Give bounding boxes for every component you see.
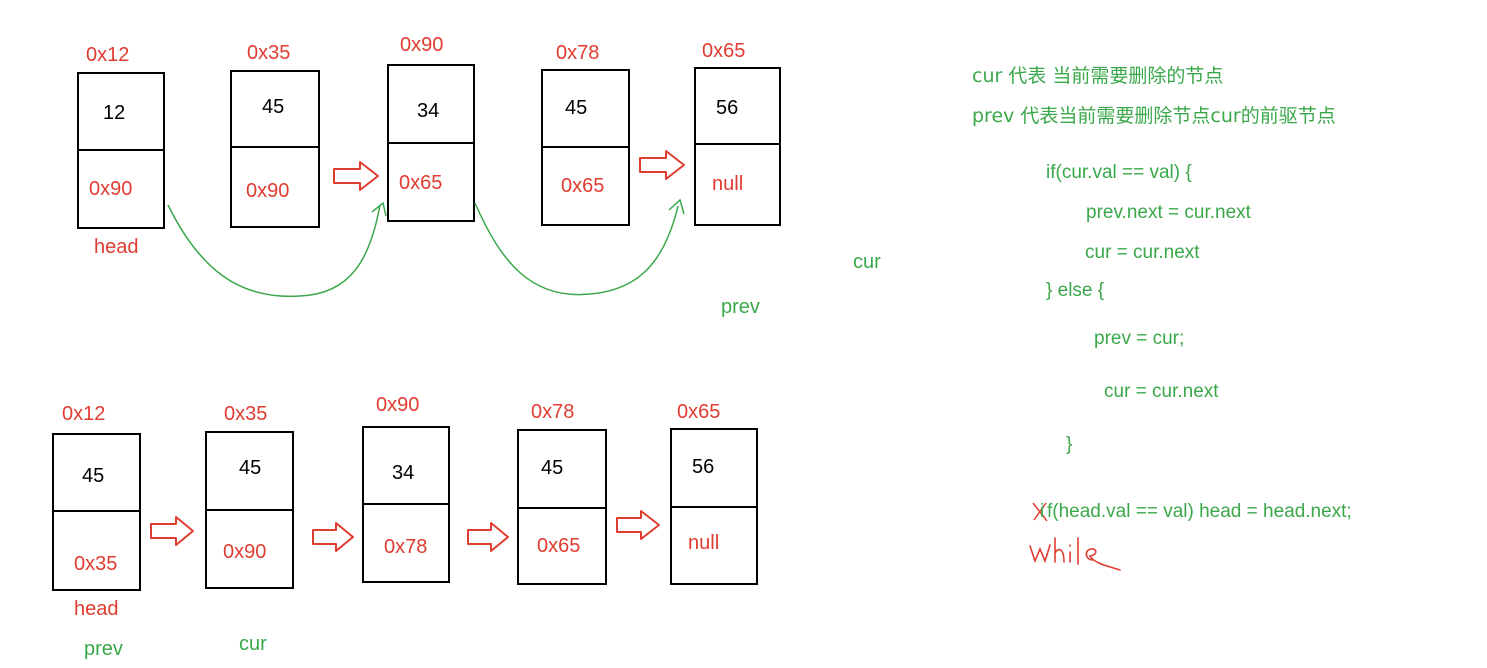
code-line-cur-advance: cur = cur.next xyxy=(1104,381,1219,402)
code-line-prev-cur: prev = cur; xyxy=(1094,328,1185,349)
top-node-3: 34 0x65 xyxy=(387,64,475,222)
note-prev-definition: prev 代表当前需要删除节点cur的前驱节点 xyxy=(972,105,1336,127)
top-node-4-next: 0x65 xyxy=(561,175,605,197)
code-line-head-check-i: i xyxy=(1040,501,1045,522)
bottom-arrow-1-2 xyxy=(150,516,194,546)
code-line-cur-next: cur = cur.next xyxy=(1085,242,1200,263)
bottom-node-3: 34 0x78 xyxy=(362,426,450,583)
bottom-node-3-next: 0x78 xyxy=(384,536,428,558)
bottom-node-2: 45 0x90 xyxy=(205,431,294,589)
top-curve-node5-arrowhead xyxy=(668,198,685,215)
top-node-1-value: 12 xyxy=(103,102,126,124)
note-cur-definition: cur 代表 当前需要删除的节点 xyxy=(972,65,1224,87)
bottom-node-3-address: 0x90 xyxy=(376,394,420,416)
bottom-node-5-address: 0x65 xyxy=(677,401,721,423)
bottom-prev-label: prev xyxy=(84,638,123,660)
bottom-node-1: 45 0x35 xyxy=(52,433,141,591)
bottom-node-4: 45 0x65 xyxy=(517,429,607,585)
top-node-5-next: null xyxy=(712,173,744,195)
top-node-5: 56 null xyxy=(694,67,781,226)
bottom-node-4-value: 45 xyxy=(541,457,564,479)
top-node-3-next: 0x65 xyxy=(399,172,443,194)
handwritten-while xyxy=(1029,537,1121,571)
top-node-3-address: 0x90 xyxy=(400,34,444,56)
top-curve-node3-arrowhead xyxy=(371,201,387,217)
top-prev-label: prev xyxy=(721,296,760,318)
code-line-prev-next: prev.next = cur.next xyxy=(1086,202,1251,223)
bottom-arrow-4-5 xyxy=(616,510,660,540)
bottom-head-label: head xyxy=(74,598,119,620)
top-node-2-value: 45 xyxy=(262,96,285,118)
top-curve-node3-to-node5 xyxy=(474,202,679,296)
top-node-2-address: 0x35 xyxy=(247,42,291,64)
top-node-4-address: 0x78 xyxy=(556,42,600,64)
top-curve-head-to-node3 xyxy=(167,204,381,298)
bottom-node-1-value: 45 xyxy=(82,465,105,487)
top-node-2: 45 0x90 xyxy=(230,70,320,228)
bottom-node-5-next: null xyxy=(688,532,720,554)
code-line-else: } else { xyxy=(1046,280,1105,301)
code-line-head-check: f(head.val == val) head = head.next; xyxy=(1047,501,1352,522)
top-node-1-next: 0x90 xyxy=(89,178,133,200)
top-arrow-2-3 xyxy=(333,161,379,191)
top-node-5-address: 0x65 xyxy=(702,40,746,62)
top-node-1: 12 0x90 xyxy=(77,72,165,229)
bottom-node-3-value: 34 xyxy=(392,462,415,484)
top-node-2-next: 0x90 xyxy=(246,180,290,202)
bottom-cur-label: cur xyxy=(239,633,267,655)
code-line-if: if(cur.val == val) { xyxy=(1046,162,1192,183)
bottom-arrow-2-3 xyxy=(312,522,354,552)
bottom-arrow-3-4 xyxy=(467,522,509,552)
bottom-node-4-address: 0x78 xyxy=(531,401,575,423)
top-node-4-value: 45 xyxy=(565,97,588,119)
top-node-3-value: 34 xyxy=(417,100,440,122)
bottom-node-1-address: 0x12 xyxy=(62,403,106,425)
top-arrow-4-5 xyxy=(639,150,685,180)
bottom-node-5-value: 56 xyxy=(692,456,715,478)
top-cur-label: cur xyxy=(853,251,881,273)
bottom-node-2-value: 45 xyxy=(239,457,262,479)
bottom-node-1-next: 0x35 xyxy=(74,553,118,575)
top-node-5-value: 56 xyxy=(716,97,739,119)
bottom-node-2-address: 0x35 xyxy=(224,403,268,425)
top-node-4: 45 0x65 xyxy=(541,69,630,226)
bottom-node-4-next: 0x65 xyxy=(537,535,581,557)
top-head-label: head xyxy=(94,236,139,258)
code-line-close-brace: } xyxy=(1066,434,1073,455)
bottom-node-5: 56 null xyxy=(670,428,758,585)
if-strike-mark xyxy=(1032,502,1048,522)
top-node-1-address: 0x12 xyxy=(86,44,130,66)
bottom-node-2-next: 0x90 xyxy=(223,541,267,563)
